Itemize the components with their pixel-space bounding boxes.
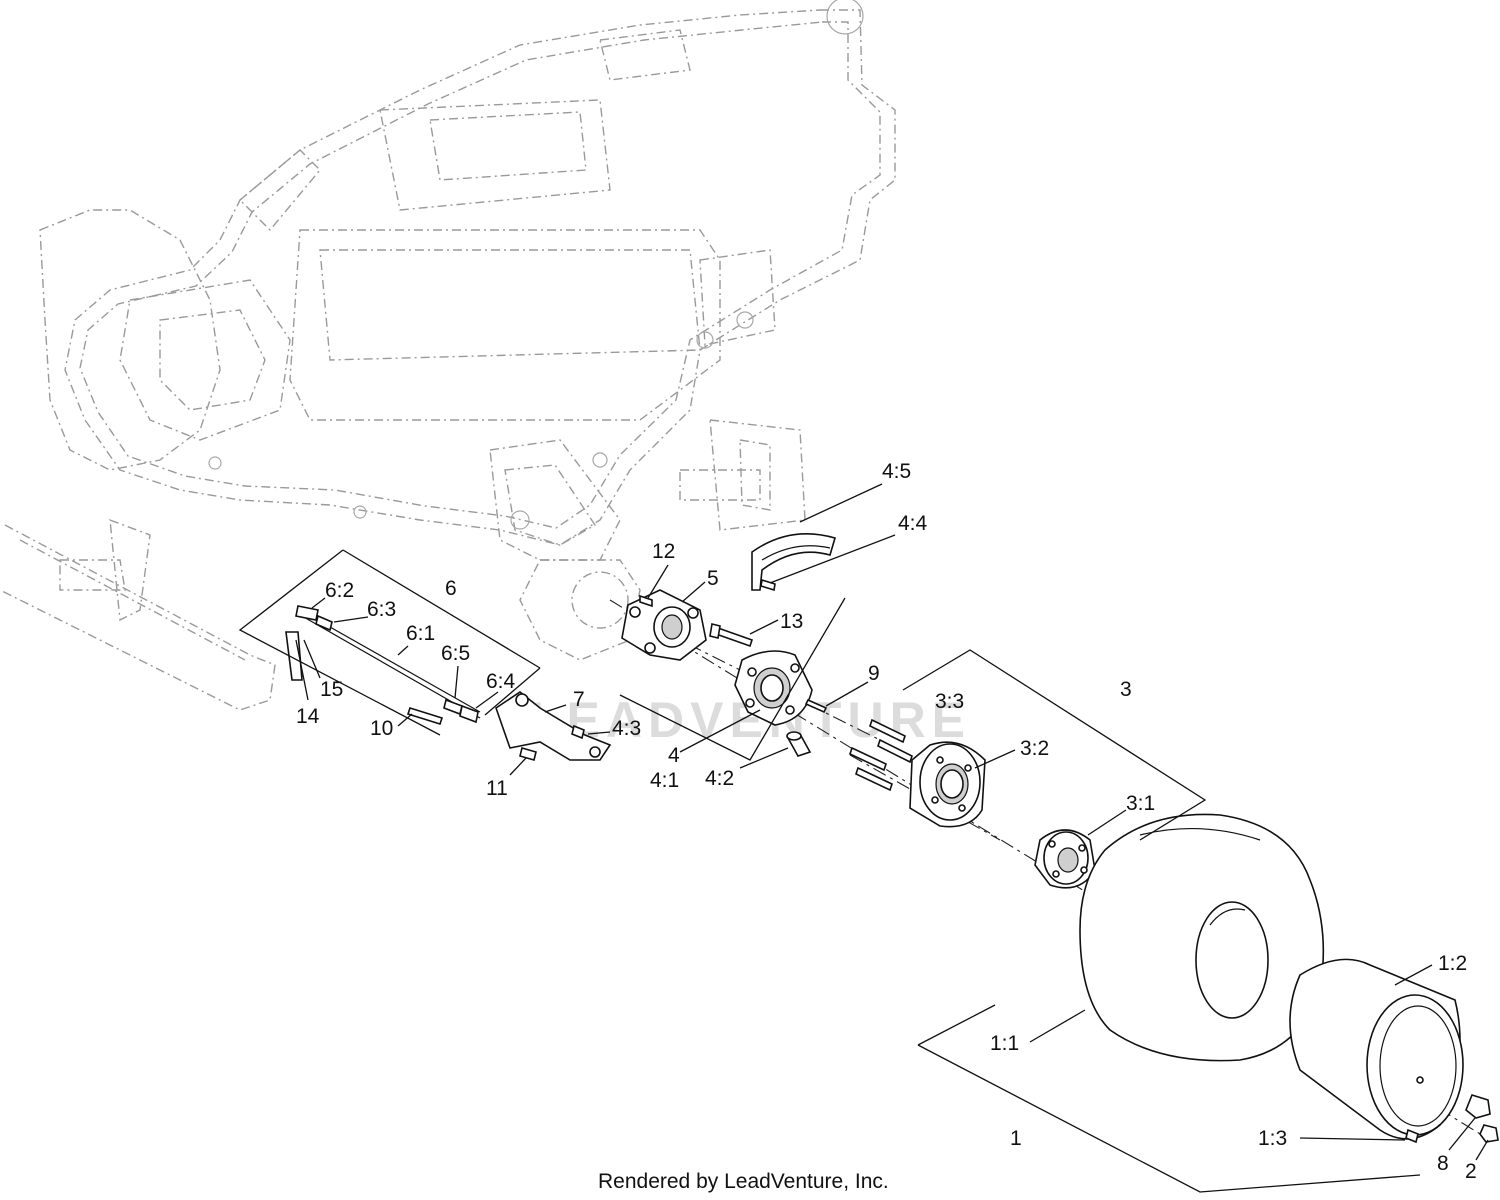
part-9-screw [804,698,828,714]
callout-12: 12 [652,540,675,563]
callout-labels: 4:5 4:4 12 5 13 6 6:2 6:3 6:1 6:5 6:4 15… [296,460,1477,1183]
callout-3-3: 3:3 [935,690,964,713]
part-4-backing-plate [734,650,813,726]
callout-8: 8 [1437,1152,1449,1175]
part-6-rod-assembly [285,605,481,724]
callout-1: 1 [1010,1127,1022,1150]
part-4-2-pin [786,731,812,757]
part-4-3-nut [571,724,585,740]
part-1-1-tire [1079,813,1325,1062]
callout-1-3: 1:3 [1258,1127,1287,1150]
part-4-5-shoe [751,533,836,591]
part-12-bolt [639,594,653,608]
callout-9: 9 [868,662,880,685]
callout-7: 7 [573,688,585,711]
part-3-3-studs [849,718,913,792]
callout-10: 10 [370,717,393,740]
callout-3-2: 3:2 [1020,737,1049,760]
part-3-2-drum [909,741,986,828]
callout-4-1: 4:1 [650,769,679,792]
callout-4-4: 4:4 [898,512,928,535]
callout-3-1: 3:1 [1126,792,1155,815]
callout-2: 2 [1465,1160,1477,1183]
part-1-2-rim [1289,958,1464,1140]
part-10-pin [406,707,444,725]
callout-1-2: 1:2 [1438,952,1467,975]
part-8-nut [1465,1094,1491,1119]
frame-ghost [0,0,896,711]
callout-5: 5 [707,567,719,590]
callout-15: 15 [320,678,343,701]
callout-4-3: 4:3 [612,717,641,740]
leader-lines [295,483,1489,1161]
callout-6-3: 6:3 [367,598,396,621]
part-13-bolt [709,623,754,648]
callout-6: 6 [445,577,457,600]
callout-6-5: 6:5 [441,642,470,665]
callout-3: 3 [1120,678,1132,701]
callout-6-2: 6:2 [325,579,354,602]
callout-14: 14 [296,705,320,728]
callout-4-5: 4:5 [882,460,911,483]
group-brackets [238,549,1421,1193]
callout-11: 11 [486,777,508,800]
part-11-bolt [519,747,537,761]
callout-13: 13 [780,610,803,633]
callout-6-4: 6:4 [486,670,516,693]
callout-1-1: 1:1 [990,1032,1019,1055]
part-1-3-valve [1405,1128,1419,1144]
callout-4: 4 [668,744,680,767]
part-3-1-hub [1034,829,1096,889]
callout-4-2: 4:2 [705,767,734,790]
footer-credit: Rendered by LeadVenture, Inc. [598,1170,889,1193]
callout-6-1: 6:1 [406,622,435,645]
part-5-bracket [621,589,707,661]
part-7-lever [495,691,612,761]
part-2-nut [1479,1124,1499,1143]
